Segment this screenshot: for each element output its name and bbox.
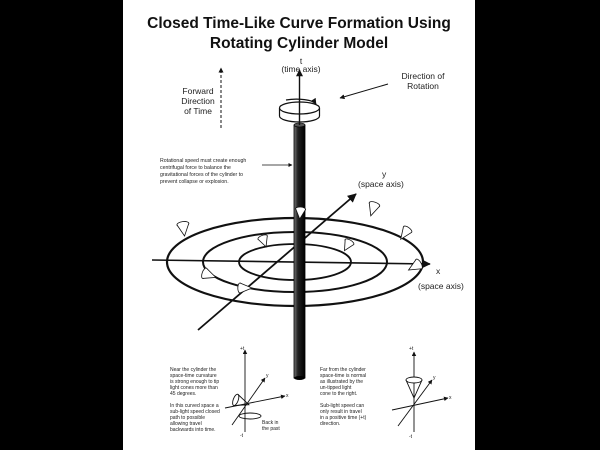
rotational-note-line-3: gravitational forces of the cylinder to <box>160 172 243 178</box>
light-cone <box>201 267 217 279</box>
near-note-line-9: path to possible <box>170 415 205 421</box>
near-note: Near the cylinder the space-time curvatu… <box>170 367 220 433</box>
y-axis-line <box>197 193 357 331</box>
title-line-1: Closed Time-Like Curve Formation Using <box>147 15 451 32</box>
near-note-line-10: allowing travel <box>170 421 202 427</box>
near-note-line-4: light cones more than <box>170 385 218 391</box>
rotational-note-line-4: prevent collapse or explosion. <box>160 179 229 185</box>
rotation-label-line-1: Direction of <box>402 71 446 81</box>
far-note-line-9: in a positive time (+t) <box>320 415 367 421</box>
light-cone <box>295 206 306 220</box>
far-note-line-1: Far from the cylinder <box>320 367 366 373</box>
t-axis-label: (time axis) <box>281 64 320 74</box>
far-note-line-10: direction. <box>320 421 340 427</box>
rotational-note-line-2: centrifugal force to balance the <box>160 165 231 171</box>
light-cone <box>344 238 355 252</box>
y-axis-symbol: y <box>382 169 387 179</box>
back-note-line-1: Back in <box>262 420 279 426</box>
near-note-line-3: is strong enough to tip <box>170 379 219 385</box>
light-cones <box>176 201 423 294</box>
near-note-line-11: backwards into time. <box>170 427 216 433</box>
forward-time-line-3: of Time <box>184 106 212 116</box>
far-note-line-3: as illustrated by the <box>320 379 363 385</box>
far-note-line-7: Sub-light speed can <box>320 403 364 409</box>
inset-right-t-minus: -t <box>409 434 413 440</box>
inset-right-x: x <box>449 395 452 401</box>
light-cone <box>407 258 423 271</box>
forward-time-line-1: Forward <box>182 86 213 96</box>
x-axis-line <box>151 259 431 268</box>
near-light-cone-inset <box>224 349 286 432</box>
x-axis-label: (space axis) <box>418 281 464 291</box>
far-note-line-8: only result in travel <box>320 409 362 415</box>
far-light-cone-inset <box>391 351 449 432</box>
near-note-line-1: Near the cylinder the <box>170 367 216 373</box>
far-note: Far from the cylinder space-time is norm… <box>320 367 367 427</box>
inset-left-t-minus: -t <box>240 433 244 439</box>
title-line-2: Rotating Cylinder Model <box>210 35 388 52</box>
near-note-line-7: In this curved space a <box>170 403 219 409</box>
rotation-ring-icon <box>278 97 321 123</box>
rotation-label-line-2: Rotation <box>407 81 439 91</box>
back-note-line-2: the past <box>262 426 280 432</box>
inset-right-t-plus: +t <box>409 346 414 352</box>
far-note-line-5: cone to the right. <box>320 391 357 397</box>
inset-left-t-plus: +t <box>240 346 245 352</box>
light-cone <box>237 282 254 294</box>
inset-left-y: y <box>266 373 269 379</box>
rotational-note-line-1: Rotational speed must create enough <box>160 158 246 164</box>
light-cone <box>257 234 268 248</box>
rotation-pointer-arrow <box>339 83 389 100</box>
near-note-line-2: space-time curvature <box>170 373 217 379</box>
rotating-cylinder <box>293 122 306 380</box>
forward-time-line-2: Direction <box>181 96 215 106</box>
light-cone <box>176 221 190 237</box>
t-axis-symbol: t <box>300 56 303 66</box>
far-note-line-2: space-time is normal <box>320 373 366 379</box>
near-note-line-8: sub-light speed closed <box>170 409 220 415</box>
light-cone <box>400 225 413 241</box>
x-axis-symbol: x <box>436 266 441 276</box>
inset-left-x: x <box>286 393 289 399</box>
light-cone <box>368 201 381 217</box>
far-note-line-4: un-tipped light <box>320 385 352 391</box>
inset-right-y: y <box>433 375 436 381</box>
y-axis-label: (space axis) <box>358 179 404 189</box>
near-note-line-5: 45 degrees. <box>170 391 196 397</box>
